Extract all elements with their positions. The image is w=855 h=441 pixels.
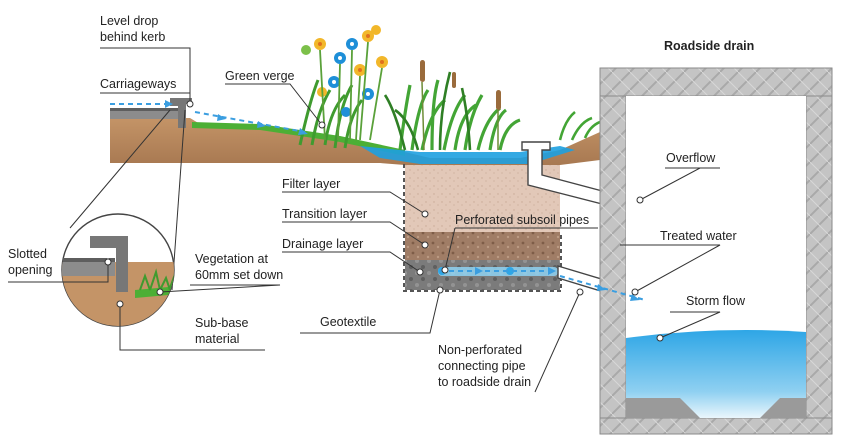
detail-inset bbox=[61, 109, 186, 327]
label-non-perforated-2: connecting pipe bbox=[438, 359, 526, 373]
kerb bbox=[170, 98, 192, 128]
transition-layer bbox=[405, 232, 560, 260]
label-slotted-opening-1: Slotted bbox=[8, 247, 47, 261]
label-perforated-subsoil-pipes: Perforated subsoil pipes bbox=[455, 213, 589, 227]
roadside-drain bbox=[599, 67, 833, 435]
filter-layer bbox=[405, 165, 560, 232]
flow-arrows bbox=[110, 103, 646, 301]
label-geotextile: Geotextile bbox=[320, 315, 376, 329]
label-filter-layer: Filter layer bbox=[282, 177, 340, 191]
label-level-drop-1: Level drop bbox=[100, 14, 158, 28]
storm-flow-water bbox=[626, 330, 806, 418]
label-sub-base-1: Sub-base bbox=[195, 316, 249, 330]
label-drainage-layer: Drainage layer bbox=[282, 237, 363, 251]
label-vegetation-2: 60mm set down bbox=[195, 268, 283, 282]
arrow-heads bbox=[165, 100, 640, 301]
label-roadside-drain: Roadside drain bbox=[664, 39, 754, 53]
label-non-perforated-3: to roadside drain bbox=[438, 375, 531, 389]
label-vegetation-1: Vegetation at bbox=[195, 252, 269, 266]
label-carriageways: Carriageways bbox=[100, 77, 176, 91]
label-green-verge: Green verge bbox=[225, 69, 295, 83]
leader-dots bbox=[104, 100, 664, 342]
label-non-perforated-1: Non-perforated bbox=[438, 343, 522, 357]
label-treated-water: Treated water bbox=[660, 229, 737, 243]
vegetation bbox=[298, 25, 601, 151]
geotextile bbox=[403, 164, 562, 292]
label-transition-layer: Transition layer bbox=[282, 207, 367, 221]
leader-lines bbox=[8, 47, 721, 393]
label-sub-base-2: material bbox=[195, 332, 239, 346]
green-verge-grass bbox=[192, 122, 405, 156]
label-slotted-opening-2: opening bbox=[8, 263, 53, 277]
label-storm-flow: Storm flow bbox=[686, 294, 746, 308]
carriageway-road bbox=[110, 110, 185, 119]
surface-water bbox=[360, 146, 575, 164]
label-overflow: Overflow bbox=[666, 151, 716, 165]
label-level-drop-2: behind kerb bbox=[100, 30, 165, 44]
